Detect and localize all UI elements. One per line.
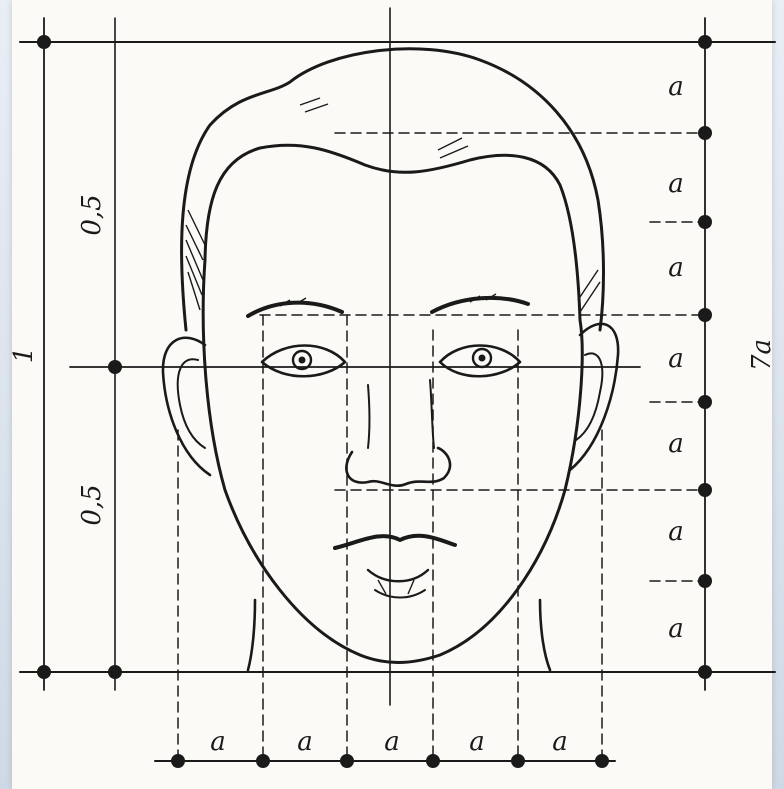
label-seven-a: 7a (747, 339, 777, 371)
right-segment-label-5: a (668, 429, 684, 459)
bottom-segment-label-5: a (552, 727, 568, 757)
right-segment-label-4: a (668, 344, 684, 374)
hairline (205, 145, 580, 320)
nose-base (346, 448, 450, 486)
right-eyebrow (432, 298, 528, 312)
neck-right (540, 600, 550, 670)
left-eyebrow (248, 303, 342, 316)
right-segment-label-2: a (668, 169, 684, 199)
mouth (335, 536, 455, 548)
chin-mark (375, 590, 425, 598)
left-ear-inner (178, 359, 205, 448)
nose-bridge-left (368, 385, 370, 448)
label-upper-half: 0,5 (77, 194, 107, 235)
bottom-segment-label-1: a (210, 727, 226, 757)
label-lower-half: 0,5 (77, 484, 107, 525)
bottom-segment-label-2: a (297, 727, 313, 757)
right-segment-label-3: a (668, 253, 684, 283)
right-segment-label-1: a (668, 72, 684, 102)
neck-left (248, 600, 255, 670)
right-segment-label-6: a (668, 517, 684, 547)
label-total-height: 1 (9, 347, 39, 364)
bottom-segment-label-4: a (469, 727, 485, 757)
bottom-segment-label-3: a (384, 727, 400, 757)
left-ear (163, 338, 210, 475)
lower-lip (368, 570, 428, 581)
face-outline (203, 260, 582, 663)
right-segment-label-7: a (668, 614, 684, 644)
right-ear (570, 324, 618, 470)
hair-outline (182, 49, 604, 330)
